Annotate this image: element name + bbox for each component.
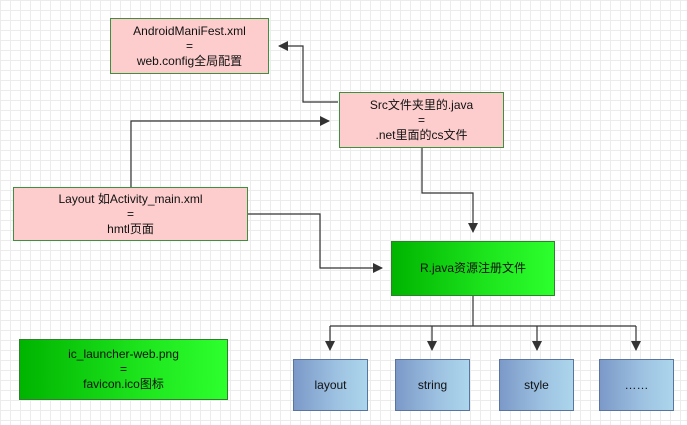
- edge-src-to-rjava: [421, 148, 478, 233]
- src-line-1: Src文件夹里的.java: [369, 97, 474, 112]
- layout-file-node[interactable]: Layout 如Activity_main.xml = hmtl页面: [13, 187, 248, 241]
- launcher-node[interactable]: ic_launcher-web.png = favicon.ico图标: [19, 339, 228, 400]
- src-line-3: .net里面的cs文件: [375, 127, 468, 142]
- launcher-line-2: =: [119, 362, 127, 376]
- src-line-2: =: [417, 112, 425, 127]
- manifest-line-2: =: [185, 38, 193, 53]
- edge-layout-to-rjava: [248, 213, 383, 273]
- rjava-node[interactable]: R.java资源注册文件: [391, 241, 555, 296]
- res-string-node[interactable]: string: [395, 359, 470, 411]
- res-layout-node[interactable]: layout: [293, 359, 368, 411]
- res-layout-label: layout: [314, 377, 347, 392]
- manifest-node[interactable]: AndroidManiFest.xml = web.config全局配置: [110, 18, 269, 74]
- edge-src-to-manifest: [278, 41, 338, 103]
- rjava-label: R.java资源注册文件: [419, 261, 526, 275]
- layout-file-line-1: Layout 如Activity_main.xml: [58, 191, 203, 206]
- res-more-label: ……: [624, 377, 649, 392]
- layout-file-line-2: =: [126, 206, 134, 221]
- layout-file-line-3: hmtl页面: [107, 221, 154, 236]
- manifest-line-1: AndroidManiFest.xml: [133, 23, 246, 38]
- res-style-label: style: [524, 377, 549, 392]
- res-string-label: string: [417, 377, 448, 392]
- edge-layout-to-src: [130, 116, 330, 187]
- res-more-node[interactable]: ……: [599, 359, 674, 411]
- launcher-line-3: favicon.ico图标: [83, 377, 164, 391]
- src-node[interactable]: Src文件夹里的.java = .net里面的cs文件: [339, 92, 504, 148]
- res-style-node[interactable]: style: [499, 359, 574, 411]
- manifest-line-3: web.config全局配置: [136, 53, 243, 68]
- launcher-line-1: ic_launcher-web.png: [68, 347, 179, 361]
